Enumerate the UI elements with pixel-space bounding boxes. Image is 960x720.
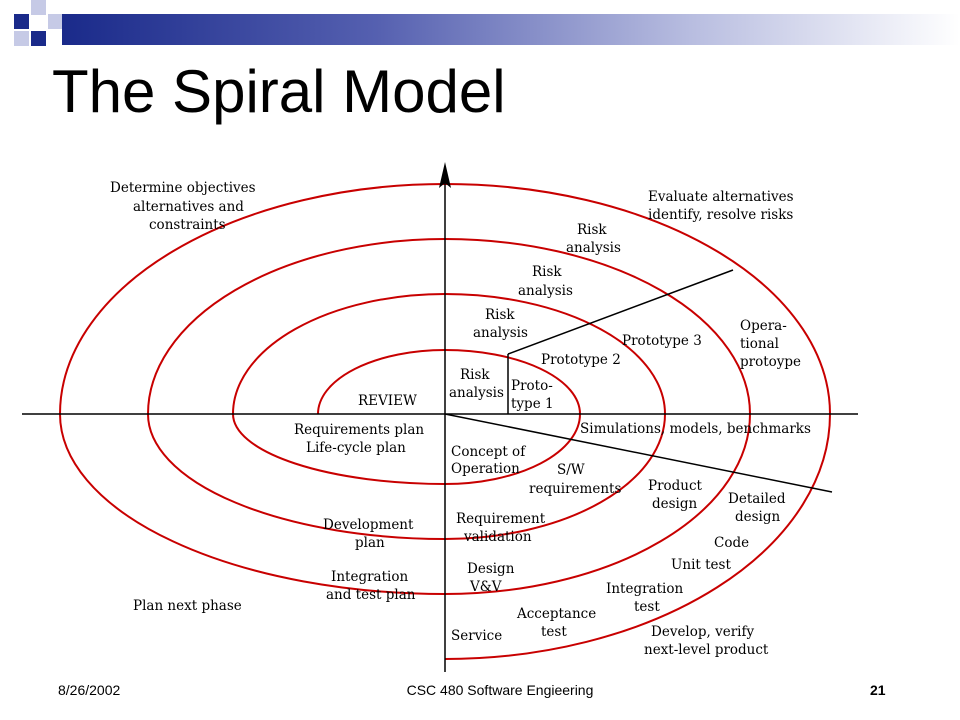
footer-date: 8/26/2002 <box>58 682 121 698</box>
label-prototype-2: Prototype 2 <box>541 352 621 368</box>
label-unit-test: Unit test <box>671 557 731 573</box>
label-prototype-3: Prototype 3 <box>622 333 702 349</box>
label-product-design: Product design <box>648 478 706 512</box>
spiral-curve <box>59 182 832 660</box>
label-evaluate-alternatives: Evaluate alternatives identify, resolve … <box>648 189 798 223</box>
label-concept-of-operation: Concept of Operation <box>451 444 529 477</box>
label-acceptance-test: Acceptance test <box>516 606 601 640</box>
evaluate-divider-line <box>507 269 734 355</box>
label-prototype-1: Proto- type 1 <box>511 378 557 412</box>
spiral-loop-1 <box>232 348 582 486</box>
label-risk-analysis-2: Risk analysis <box>473 307 528 341</box>
deco-square <box>31 31 46 46</box>
axes <box>22 180 858 672</box>
label-code: Code <box>714 535 749 551</box>
label-risk-analysis-3: Risk analysis <box>518 264 573 299</box>
header-gradient-band <box>62 14 960 45</box>
footer-course-title: CSC 480 Software Engieering <box>406 682 594 698</box>
label-risk-analysis-1: Risk analysis <box>449 367 504 401</box>
label-operational-prototype: Opera- tional protoype <box>740 318 801 370</box>
label-integration-test-plan: Integration and test plan <box>326 569 416 603</box>
label-design-vv: Design V&V <box>467 561 519 595</box>
label-risk-analysis-4: Risk analysis <box>566 222 621 256</box>
label-determine-objectives: Determine objectives alternatives and co… <box>110 180 260 233</box>
label-requirements-plan: Requirements plan Life-cycle plan <box>294 422 428 456</box>
footer-page-number: 21 <box>870 682 886 698</box>
label-simulations: Simulations, models, benchmarks <box>580 421 811 437</box>
deco-square <box>14 14 29 29</box>
deco-square <box>48 14 63 29</box>
label-sw-requirements: S/W requirements <box>529 462 621 497</box>
spiral-loop-2 <box>147 292 667 541</box>
engineer-divider-line <box>444 413 833 493</box>
axis-arrow-icon <box>439 162 451 188</box>
deco-square <box>14 31 29 46</box>
label-plan-next-phase: Plan next phase <box>133 598 242 614</box>
label-requirement-validation: Requirement validation <box>456 511 549 545</box>
spiral-loop-3 <box>59 237 752 596</box>
spiral-loop-4 <box>59 182 832 660</box>
label-detailed-design: Detailed design <box>728 491 790 525</box>
label-service: Service <box>451 628 502 644</box>
diagram-labels: Determine objectives alternatives and co… <box>110 180 811 658</box>
label-integration-test: Integration test <box>606 581 687 615</box>
label-review: REVIEW <box>358 393 417 409</box>
label-development-plan: Development plan <box>323 517 418 551</box>
label-develop-verify: Develop, verify next-level product <box>644 624 769 658</box>
deco-square <box>31 0 46 15</box>
slide-title: The Spiral Model <box>52 58 506 125</box>
